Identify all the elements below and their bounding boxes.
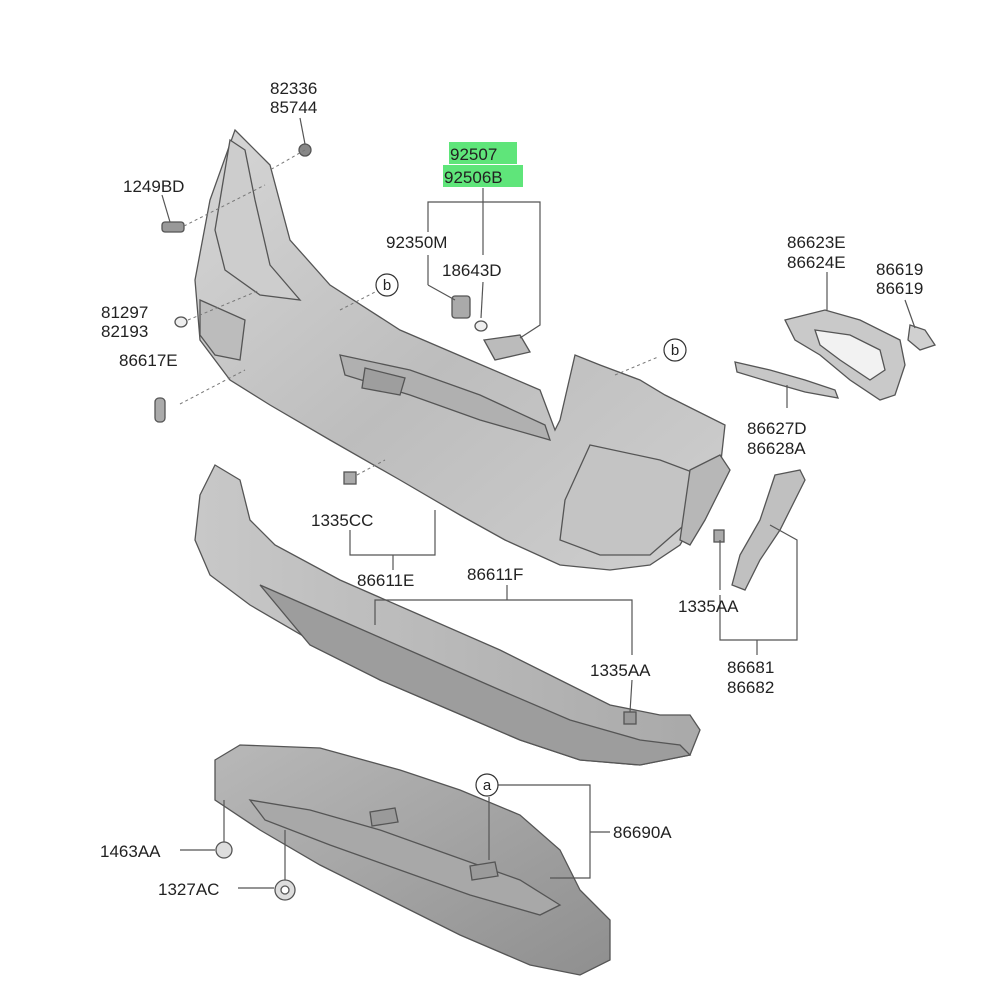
part-label-86617E: 86617E	[119, 351, 178, 370]
callout-b-left: b	[375, 273, 399, 297]
part-label-82193: 82193	[101, 322, 148, 341]
part-label-1463AA: 1463AA	[100, 842, 161, 861]
nut-1327AC	[274, 879, 296, 901]
part-label-86619-bottom: 86619	[876, 279, 923, 298]
clip-1335AA-right	[713, 529, 725, 543]
part-label-1249BD: 1249BD	[123, 177, 184, 196]
part-label-81297: 81297	[101, 303, 148, 322]
under-cover	[214, 744, 611, 976]
side-molding-right	[731, 469, 806, 591]
part-label-86690A: 86690A	[613, 823, 672, 842]
license-lamp-92507	[482, 334, 532, 361]
reflector-86617E	[154, 397, 166, 423]
bulb-18643D	[474, 320, 488, 332]
part-label-86611F: 86611F	[467, 565, 523, 584]
part-label-18643D: 18643D	[442, 261, 502, 280]
screw-1463AA	[215, 841, 233, 859]
callout-label: a	[483, 777, 492, 794]
callout-b-right: b	[663, 338, 687, 362]
part-label-82336: 82336	[270, 79, 317, 98]
callout-a: a	[475, 773, 499, 797]
part-label-86681: 86681	[727, 658, 774, 677]
callout-label: b	[383, 277, 391, 294]
part-label-1327AC: 1327AC	[158, 880, 219, 899]
bolt-1249BD	[161, 221, 185, 233]
grommet-81297	[174, 316, 188, 328]
part-label-86627D: 86627D	[747, 419, 807, 438]
part-label-1335CC: 1335CC	[311, 511, 373, 530]
part-label-1335AA-right: 1335AA	[678, 597, 739, 616]
part-label-86682: 86682	[727, 678, 774, 697]
lower-diffuser-panel	[194, 464, 701, 766]
part-label-92350M: 92350M	[386, 233, 447, 252]
part-label-92506B: 92506B	[444, 168, 503, 187]
clip-1335AA-center	[623, 711, 637, 725]
part-label-86628A: 86628A	[747, 439, 806, 458]
highlight-92507	[449, 142, 517, 164]
garnish-strip	[734, 361, 840, 399]
reflector-trim-right	[784, 309, 937, 401]
bumper-cover	[194, 128, 731, 571]
part-label-86619-top: 86619	[876, 260, 923, 279]
part-label-86623E: 86623E	[787, 233, 846, 252]
callout-label: b	[671, 342, 679, 359]
part-label-92507: 92507	[450, 145, 497, 164]
leader-lines	[161, 117, 916, 889]
socket-92350M	[451, 295, 471, 319]
part-label-85744: 85744	[270, 98, 317, 117]
part-label-86611E: 86611E	[357, 571, 414, 590]
clip-1335CC	[343, 471, 357, 485]
part-label-86624E: 86624E	[787, 253, 846, 272]
highlight-92506B	[443, 165, 523, 187]
part-label-1335AA-center: 1335AA	[590, 661, 651, 680]
